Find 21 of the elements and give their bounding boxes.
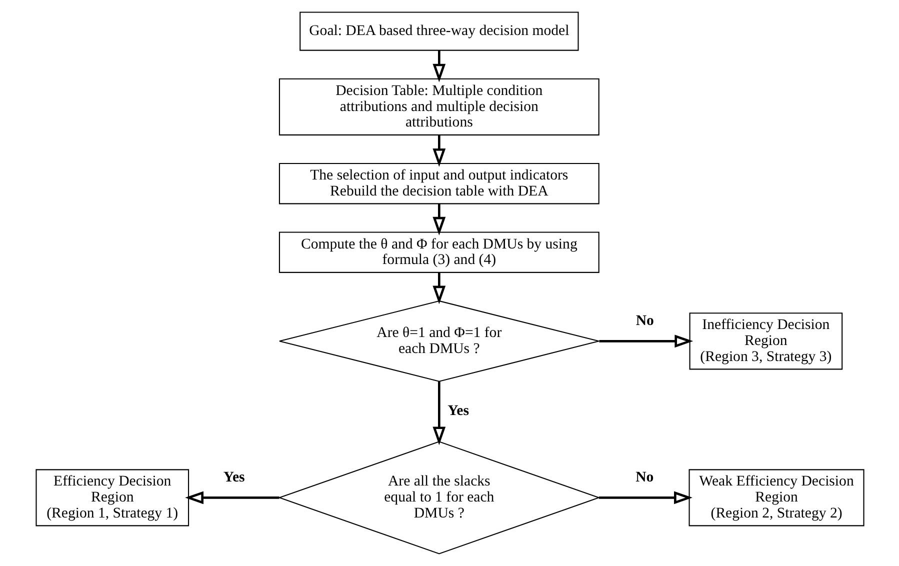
node-box: Goal: DEA based three-way decision model	[299, 12, 578, 51]
node-box: The selection of input and output indicators Rebuild the decision table with DEA	[278, 162, 599, 204]
arrow	[184, 491, 279, 504]
node-box: Inefficiency Decision Region (Region 3, Strategy 3)	[688, 312, 842, 370]
node-box: Compute the θ and Φ for each DMUs by using formula (3) and (4)	[278, 232, 599, 273]
node-diamond: Are all the slacks equal to 1 for each DMUs ?	[277, 441, 600, 554]
edge-label: Yes	[447, 402, 468, 419]
node-box: Weak Efficiency Decision Region (Region 2, Strategy 2)	[688, 469, 864, 526]
arrow	[432, 382, 446, 446]
edge-label: No	[635, 470, 654, 486]
arrow	[598, 334, 693, 348]
arrow	[432, 204, 446, 236]
arrow	[598, 491, 692, 504]
arrow	[432, 135, 446, 167]
edge-label: Yes	[222, 470, 244, 486]
node-box: Decision Table: Multiple condition attributions and multiple decision attributions	[278, 78, 599, 136]
edge-label: No	[635, 312, 654, 329]
node-box: Efficiency Decision Region (Region 1, Strategy 1)	[35, 469, 189, 526]
arrow	[432, 272, 446, 304]
arrow	[432, 50, 446, 82]
node-diamond: Are θ=1 and Φ=1 for each DMUs ?	[278, 300, 599, 382]
